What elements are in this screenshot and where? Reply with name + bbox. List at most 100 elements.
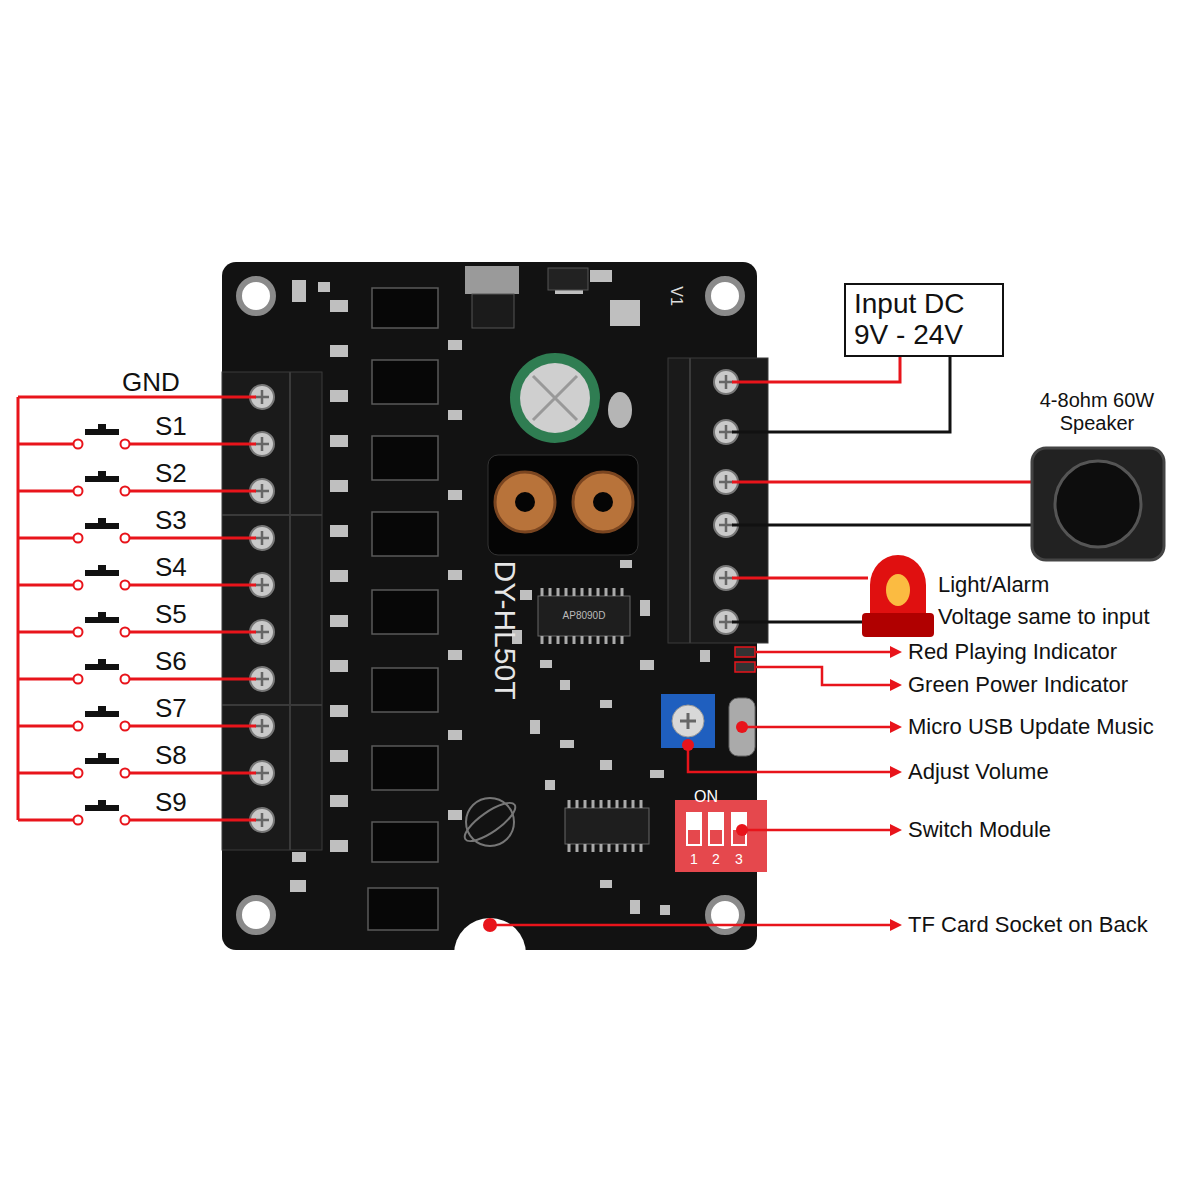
terminal-divider bbox=[689, 358, 691, 643]
mount-hole bbox=[708, 898, 742, 932]
alarm-note-holder: Voltage same to input bbox=[938, 604, 1150, 629]
push-button bbox=[74, 753, 130, 778]
alarm-base bbox=[862, 613, 934, 637]
push-button bbox=[74, 518, 130, 543]
component-package bbox=[372, 822, 438, 862]
switch-number: 1 bbox=[690, 851, 698, 867]
diode bbox=[548, 268, 588, 290]
push-button bbox=[74, 659, 130, 684]
component-package bbox=[372, 590, 438, 634]
capacitor-top bbox=[520, 363, 590, 433]
push-button bbox=[74, 800, 130, 825]
push-button bbox=[74, 471, 130, 496]
pot-slot bbox=[680, 713, 696, 729]
screw-slots bbox=[255, 375, 733, 827]
terminal-label: S6 bbox=[155, 646, 187, 676]
inductor-core bbox=[515, 492, 535, 512]
terminal-label: S7 bbox=[155, 693, 187, 723]
terminal-label: S3 bbox=[155, 505, 187, 535]
switch-wiring bbox=[18, 397, 256, 820]
smd-parts bbox=[290, 270, 710, 915]
terminal-label-holder: S1 bbox=[155, 412, 187, 442]
callout-label-holder: Adjust Volume bbox=[908, 759, 1049, 784]
callout-label: Red Playing Indicator bbox=[908, 639, 1117, 664]
alarm-note: Voltage same to input bbox=[938, 604, 1150, 629]
terminal-label-holder: S4 bbox=[155, 553, 187, 583]
pot-knob bbox=[672, 705, 704, 737]
mount-hole bbox=[708, 279, 742, 313]
callout-label: Green Power Indicator bbox=[908, 672, 1128, 697]
component-package bbox=[372, 668, 438, 712]
controller-chip bbox=[565, 808, 649, 844]
dip-toggle bbox=[688, 830, 700, 844]
red-led bbox=[735, 647, 755, 657]
callout-dot bbox=[483, 918, 497, 932]
dip-switch bbox=[675, 800, 767, 872]
callout-dot bbox=[682, 739, 694, 751]
mount-hole bbox=[239, 898, 273, 932]
amplifier-chip bbox=[538, 596, 630, 636]
terminal-label-holder: S2 bbox=[155, 459, 187, 489]
terminal-block bbox=[668, 358, 768, 643]
component-package bbox=[372, 512, 438, 556]
component-package bbox=[368, 888, 438, 930]
inductor-coil bbox=[573, 472, 633, 532]
terminal-label: S9 bbox=[155, 787, 187, 817]
terminal-label-holder: GND bbox=[122, 368, 180, 398]
push-button bbox=[74, 706, 130, 731]
switch-marking: ON bbox=[694, 788, 718, 805]
chip-pins bbox=[542, 588, 622, 644]
input-box: Input DC 9V - 24V bbox=[844, 283, 1004, 357]
terminal-label: S4 bbox=[155, 552, 187, 582]
alarm-label-holder: Light/Alarm bbox=[938, 572, 1049, 597]
callout-label-holder: Green Power Indicator bbox=[908, 672, 1128, 697]
terminal-label: S5 bbox=[155, 599, 187, 629]
inductor-core bbox=[593, 492, 613, 512]
callout-dot bbox=[736, 721, 748, 733]
mount-hole bbox=[239, 279, 273, 313]
callout-label: Switch Module bbox=[908, 817, 1051, 842]
component-package bbox=[372, 360, 438, 404]
terminal-label-holder: S6 bbox=[155, 647, 187, 677]
dip-slot bbox=[731, 812, 747, 846]
board-version-holder: V1 bbox=[667, 286, 685, 306]
switch-number: 3 bbox=[735, 851, 743, 867]
crystal bbox=[608, 392, 632, 428]
push-button bbox=[74, 424, 130, 449]
dip-toggle bbox=[710, 830, 722, 844]
terminal-label-holder: S3 bbox=[155, 506, 187, 536]
terminal-label-holder: S9 bbox=[155, 788, 187, 818]
regulator-body bbox=[472, 294, 514, 328]
terminal-label-holder: S8 bbox=[155, 741, 187, 771]
callout-label-holder: TF Card Socket on Back bbox=[908, 912, 1148, 937]
alarm-glow bbox=[886, 574, 910, 606]
regulator-tab bbox=[465, 266, 519, 294]
board-model-holder: DY-HL50T bbox=[488, 561, 523, 700]
board-notch bbox=[454, 918, 526, 990]
chip-marking-holder: AP8090D bbox=[563, 610, 606, 622]
switch-number-holder: 3 bbox=[735, 851, 743, 867]
speaker-label: 4-8ohm 60W Speaker bbox=[1040, 389, 1155, 434]
component-package bbox=[372, 436, 438, 480]
logo-orbit bbox=[460, 797, 521, 848]
terminal-label: S1 bbox=[155, 411, 187, 441]
callout-label: TF Card Socket on Back bbox=[908, 912, 1148, 937]
callout-label-holder: Micro USB Update Music bbox=[908, 714, 1154, 739]
capacitor-vent bbox=[533, 376, 577, 420]
speaker-cone bbox=[1055, 461, 1141, 547]
switch-marking-holder: ON bbox=[694, 788, 718, 806]
terminal-label: GND bbox=[122, 367, 180, 397]
speaker-frame bbox=[1032, 448, 1164, 560]
callout-label: Adjust Volume bbox=[908, 759, 1049, 784]
callout-dot bbox=[736, 824, 748, 836]
push-button bbox=[74, 612, 130, 637]
chip-pins bbox=[569, 800, 641, 852]
terminal-label-holder: S5 bbox=[155, 600, 187, 630]
positive-wiring bbox=[732, 330, 1034, 578]
switch-number: 2 bbox=[712, 851, 720, 867]
dip-slot bbox=[708, 812, 724, 846]
alarm-label: Light/Alarm bbox=[938, 572, 1049, 597]
speaker-label-holder: 4-8ohm 60W Speaker bbox=[1022, 389, 1172, 435]
component-package bbox=[372, 288, 438, 328]
board-version: V1 bbox=[668, 286, 685, 306]
